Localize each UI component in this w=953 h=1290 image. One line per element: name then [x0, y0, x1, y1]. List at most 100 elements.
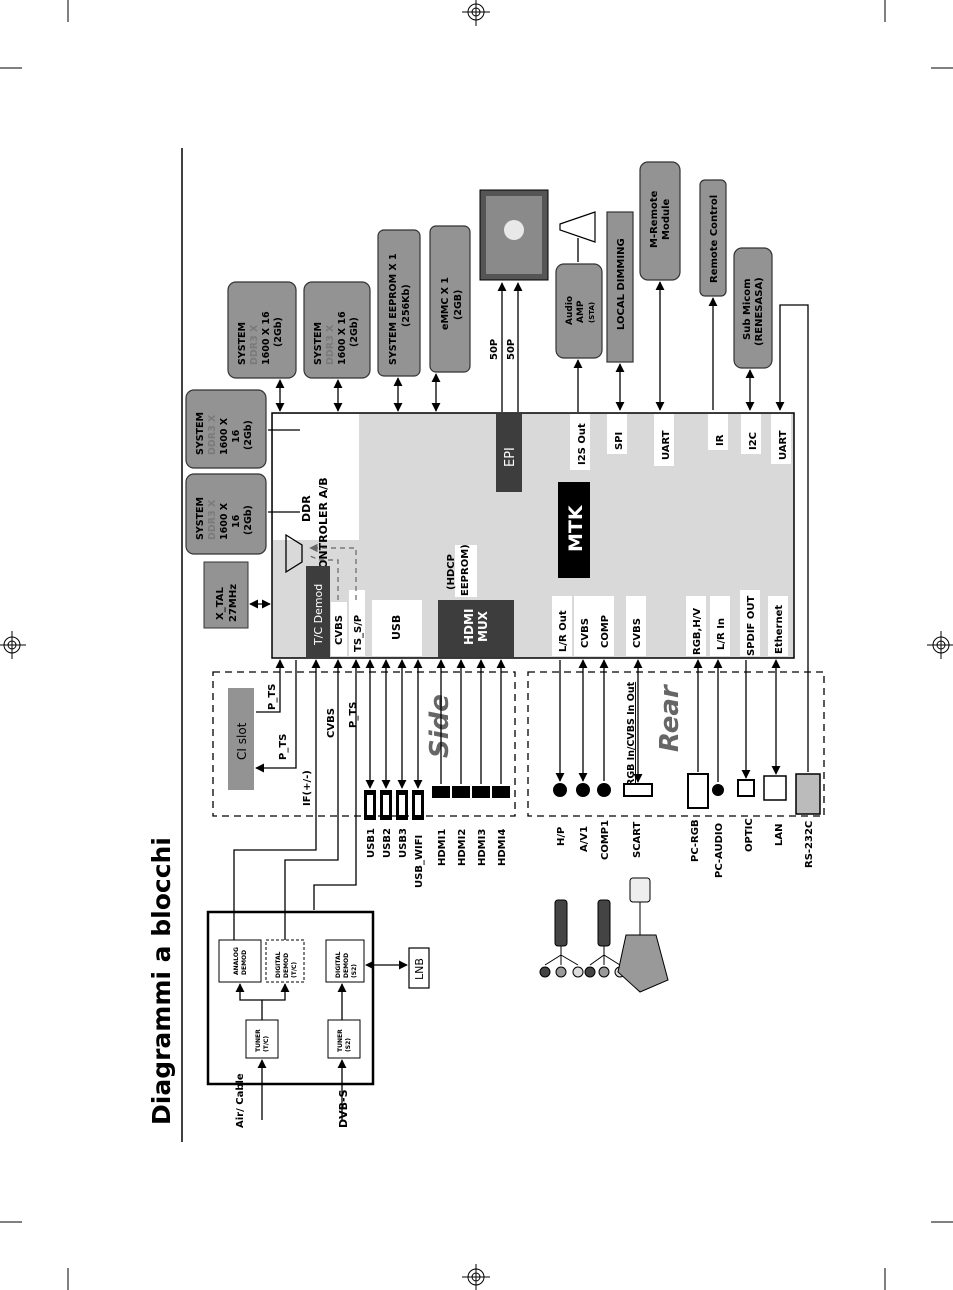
analog-demod-label: ANALOGDEMOD — [233, 947, 248, 975]
soc-ir-label: IR — [715, 434, 726, 446]
remote-control-label: Remote Control — [709, 195, 720, 283]
input-air-cable: Air/ Cable — [235, 1073, 246, 1128]
hdmi4-port[interactable] — [492, 786, 510, 798]
tuner-s2-label: TUNER(S2) — [337, 1029, 352, 1052]
hdmi-mux-block — [438, 600, 514, 657]
optic-port[interactable] — [737, 779, 755, 797]
ddr-c-label: SYSTEMDDR3 X1600 X 16(2Gb) — [237, 311, 284, 365]
hdmi3-port[interactable] — [472, 786, 490, 798]
hdmi3-label: HDMI3 — [477, 829, 488, 866]
soc-i2s-out-label: I2S Out — [577, 423, 588, 465]
pc-audio-jack[interactable] — [712, 784, 724, 796]
sub-micom-box — [733, 247, 773, 369]
mtk-label: MTK — [565, 504, 587, 552]
lan-port[interactable] — [763, 775, 787, 801]
pc-audio-label: PC-AUDIO — [714, 823, 725, 878]
hdmi1-label: HDMI1 — [437, 829, 448, 866]
registration-mark-top — [462, 0, 490, 26]
local-dimming-box — [606, 211, 634, 363]
side-if-label: IF(+/-) — [302, 770, 313, 806]
soc-cvbs-in-label: CVBS — [632, 618, 643, 648]
ci-slot-label: CI slot — [235, 722, 249, 760]
ddr-d-box — [303, 281, 371, 379]
side-title: Side — [425, 694, 455, 758]
ddr-d-label: SYSTEMDDR3 X1600 X 16(2Gb) — [313, 311, 360, 365]
pc-rgb-label: PC-RGB — [690, 819, 701, 862]
scart-adapter-body — [617, 934, 669, 993]
side-p-ts-top-label: P_TS — [267, 684, 278, 710]
soc-lr-out-label: L/R Out — [558, 610, 569, 652]
emmc-label: eMMC X 1(2GB) — [440, 277, 464, 330]
rear-dashed-box — [527, 671, 825, 817]
local-dimming-label: LOCAL DIMMING — [616, 238, 627, 330]
lnb-label: LNB — [413, 958, 426, 980]
ddr-b-label: SYSTEMDDR3 X1600 X16(2Gb) — [195, 412, 254, 455]
registration-mark-bottom — [462, 1264, 490, 1290]
ddr-controller-area — [273, 414, 359, 540]
hp-jack[interactable] — [553, 783, 567, 797]
hdmi-mux-label: HDMIMUX — [462, 609, 490, 645]
side-cvbs-label: CVBS — [326, 708, 337, 738]
pc-rgb-port[interactable] — [687, 773, 709, 809]
epi-label: EPI — [503, 447, 518, 467]
rs232c-port[interactable] — [795, 773, 821, 815]
ddr-a-box — [185, 473, 267, 555]
tc-demod-block — [306, 566, 330, 658]
mtk-chip-core — [558, 482, 590, 578]
digital-demod-tc-label: DIGITALDEMOD(T/C) — [275, 951, 298, 978]
rear-panel: Rear RGB In/CVBS In Out H/P A/V1 COMP1 S… — [527, 659, 825, 878]
analog-demod-box — [218, 939, 262, 983]
hdmi2-port[interactable] — [452, 786, 470, 798]
tuner-s2-box — [327, 1019, 361, 1059]
remote-control-box — [699, 179, 727, 297]
av-cable-plug-a — [554, 899, 568, 947]
hdmi4-label: HDMI4 — [497, 829, 508, 866]
ddr-c-box — [227, 281, 297, 379]
comp1-label: COMP1 — [600, 820, 611, 860]
av1-label: A/V1 — [579, 826, 590, 852]
hdmi2-label: HDMI2 — [457, 829, 468, 866]
hp-label: H/P — [556, 827, 567, 846]
hdmi1-port[interactable] — [432, 786, 450, 798]
tuner-tc-box — [245, 1019, 279, 1059]
comp1-jack[interactable] — [597, 783, 611, 797]
digital-demod-s2-box — [325, 939, 365, 983]
soc-spdif-label: SPDIF OUT — [746, 596, 757, 656]
soc-rgb-hv-label: RGB,H/V — [692, 608, 703, 655]
soc-i2c-label: I2C — [748, 432, 759, 450]
side-dashed-box — [212, 671, 516, 817]
cable-illustrations — [539, 877, 669, 993]
scart-adapter-plug — [629, 877, 651, 903]
side-p-ts-bottom-label: P_TS — [278, 734, 289, 760]
ci-slot-box — [228, 688, 254, 790]
input-dvb-s: DVB-S — [337, 1089, 350, 1128]
page-title: Diagrammi a blocchi — [147, 837, 176, 1125]
optic-label: OPTIC — [744, 818, 755, 852]
usb2-label: USB2 — [382, 828, 393, 858]
demux-symbol — [285, 533, 303, 574]
xtal-box — [203, 561, 249, 629]
rear-title: Rear — [655, 683, 685, 752]
side-p-ts-mid-label: P_TS — [348, 702, 359, 728]
m-remote-box — [639, 161, 681, 281]
hdmi-ports: HDMI1 HDMI2 HDMI3 HDMI4 — [432, 659, 510, 866]
registration-mark-left — [0, 631, 26, 659]
eeprom-box — [377, 229, 421, 377]
emmc-box — [429, 225, 471, 373]
tuner-section: Air/ Cable DVB-S TUNER(T/C) TUNER(S2) AN… — [206, 910, 430, 1128]
soc-cvbs-out-label: CVBS — [580, 618, 591, 648]
av1-jack[interactable] — [576, 783, 590, 797]
cvbs-label-bg — [331, 602, 347, 656]
scart-port[interactable] — [623, 783, 653, 797]
panel-link-label-a: 50P — [489, 339, 500, 360]
digital-demod-s2-label: DIGITALDEMOD(S2) — [335, 951, 358, 978]
soc-lr-in-label: L/R In — [716, 618, 727, 650]
lnb-box — [408, 947, 430, 989]
audio-amp-box — [555, 263, 603, 359]
